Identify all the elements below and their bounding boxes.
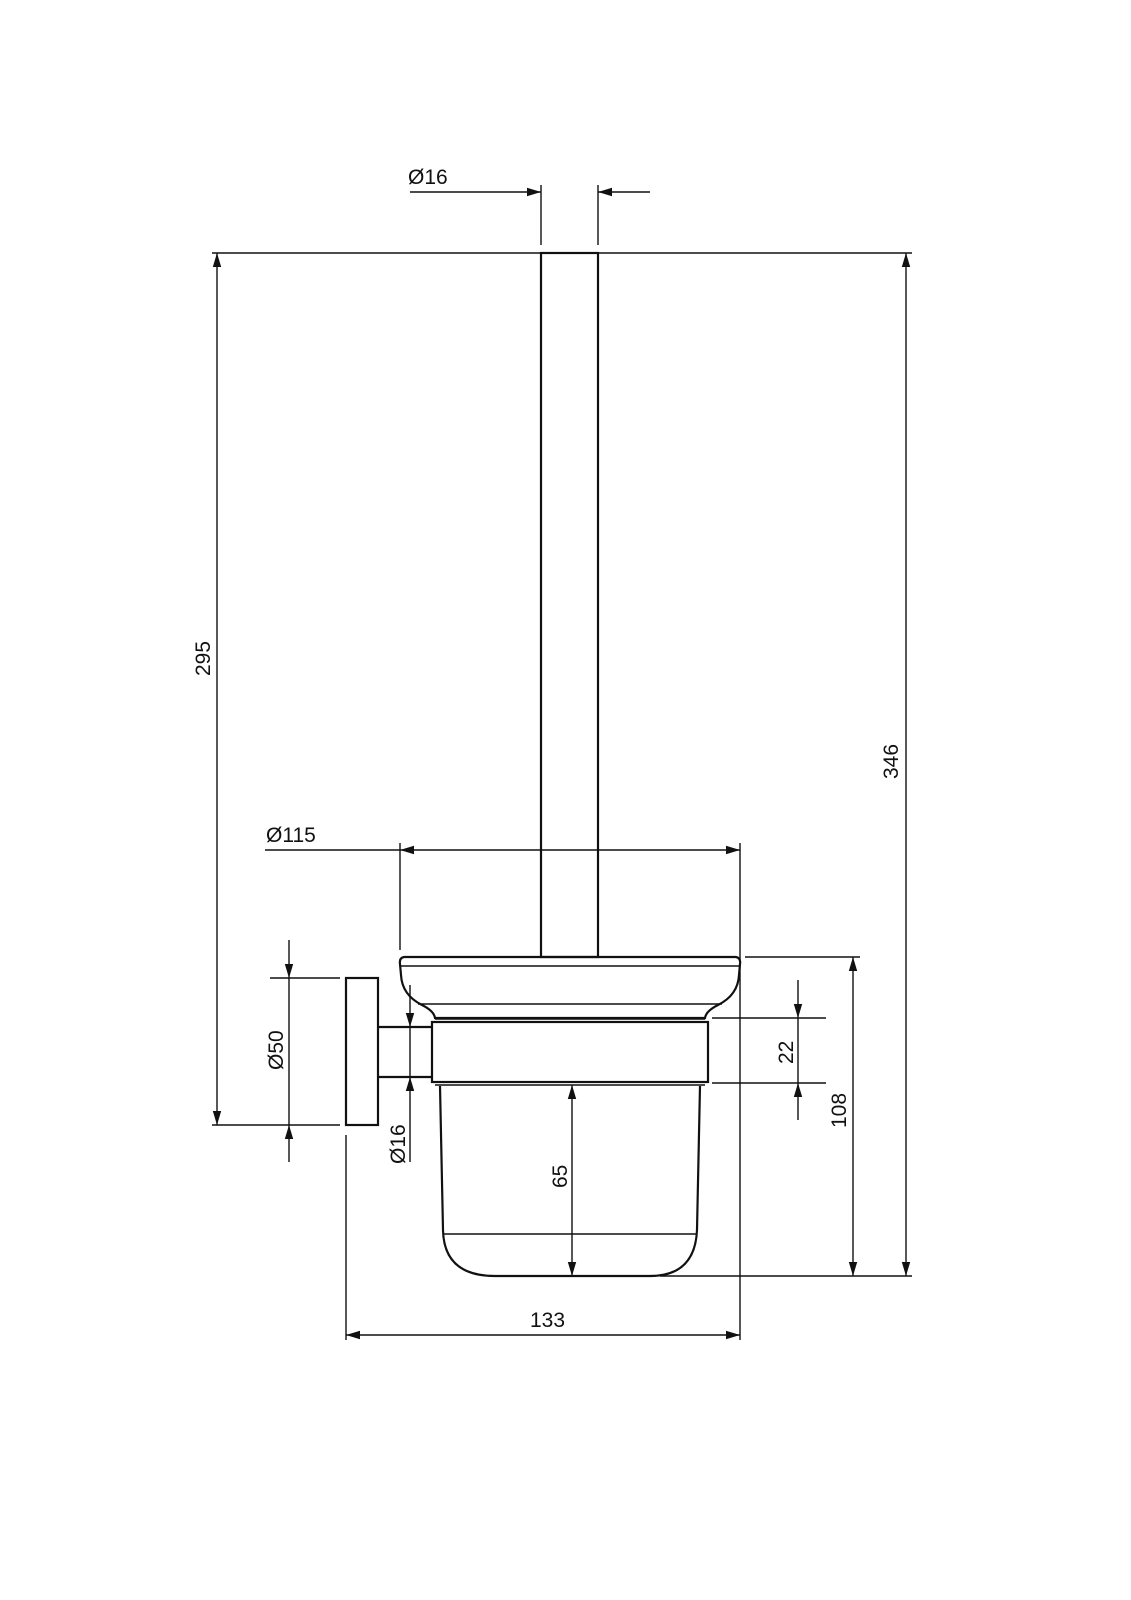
- dim-label: 346: [880, 744, 903, 779]
- dim-label: 22: [775, 1041, 798, 1064]
- brush-handle: [539, 251, 600, 959]
- dim-label: Ø50: [265, 1030, 288, 1070]
- dim-lid-diameter: Ø115: [265, 824, 740, 855]
- lid: [398, 955, 742, 1020]
- dim-label: Ø16: [408, 166, 448, 189]
- holder-ring: [430, 1018, 710, 1086]
- dim-brush-length: 295: [192, 253, 222, 1125]
- dim-arm-diameter: Ø16: [387, 985, 415, 1164]
- dim-label: Ø16: [387, 1124, 410, 1164]
- dim-projection: 133: [346, 1309, 740, 1340]
- dim-ring-height: 22: [775, 980, 803, 1120]
- wall-mount: [344, 976, 432, 1127]
- dim-handle-diameter: Ø16: [408, 166, 650, 197]
- dim-label: Ø115: [266, 824, 316, 847]
- dim-cup-depth: 65: [549, 1085, 577, 1276]
- dim-wall-plate-diameter: Ø50: [265, 940, 294, 1162]
- extension-lines: [212, 185, 912, 1340]
- dim-label: 108: [828, 1093, 851, 1128]
- dim-label: 65: [549, 1165, 572, 1188]
- dim-label: 295: [192, 641, 215, 676]
- dim-holder-height: 108: [828, 957, 858, 1276]
- dim-total-height: 346: [880, 253, 911, 1276]
- dim-label: 133: [530, 1309, 565, 1332]
